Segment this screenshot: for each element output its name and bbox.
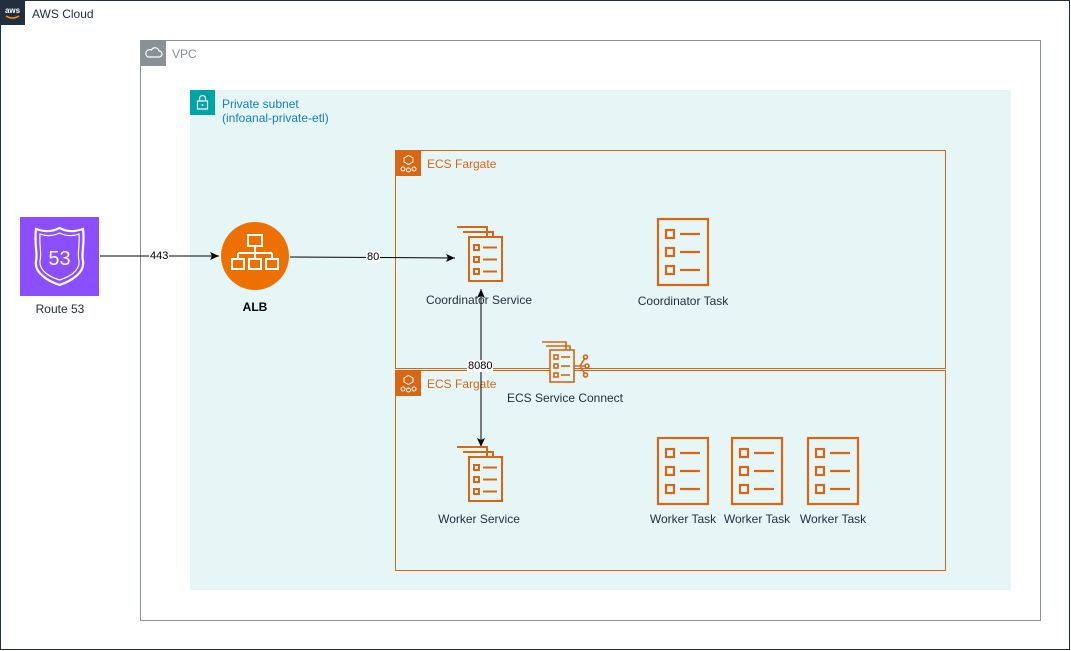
worker-task-label: Worker Task [799,512,867,526]
route53-icon-text: 53 [48,248,70,270]
ecs-fargate-label-1: ECS Fargate [427,157,497,171]
private-subnet-name: (infoanal-private-etl) [222,111,329,125]
coordinator-task-label: Coordinator Task [637,294,729,308]
worker-task-label: Worker Task [649,512,717,526]
ecs-fargate-group-worker [395,370,946,571]
edge-label-8080: 8080 [467,360,494,372]
lock-icon [190,90,215,115]
coordinator-service-icon[interactable] [455,225,505,283]
coordinator-service-label: Coordinator Service [425,293,533,307]
service-connect-label: ECS Service Connect [506,391,624,405]
service-connect-icon[interactable] [540,340,590,384]
worker-service-label: Worker Service [438,512,520,526]
coordinator-task-icon[interactable] [656,217,710,287]
vpc-label: VPC [172,47,197,61]
ecs-fargate-group-coordinator [395,150,946,369]
fargate-icon [396,151,421,176]
fargate-icon [396,371,421,396]
private-subnet-label: Private subnet [222,97,299,111]
vpc-cloud-icon [141,41,166,66]
route53-label: Route 53 [35,302,85,316]
svg-text:aws: aws [5,6,21,15]
private-subnet-group [190,90,1011,590]
worker-task-icon[interactable] [656,436,710,506]
route53-icon[interactable]: 53 [20,217,99,296]
aws-cloud-label: AWS Cloud [32,7,94,21]
worker-task-label: Worker Task [723,512,791,526]
worker-service-icon[interactable] [455,445,505,503]
worker-task-icon[interactable] [730,436,784,506]
alb-label: ALB [242,300,268,314]
alb-icon[interactable] [220,221,290,291]
vpc-group [140,40,1041,621]
aws-logo-icon: aws [0,0,25,25]
edge-label-443: 443 [149,250,170,262]
worker-task-icon[interactable] [806,436,860,506]
edge-label-80: 80 [366,251,381,263]
